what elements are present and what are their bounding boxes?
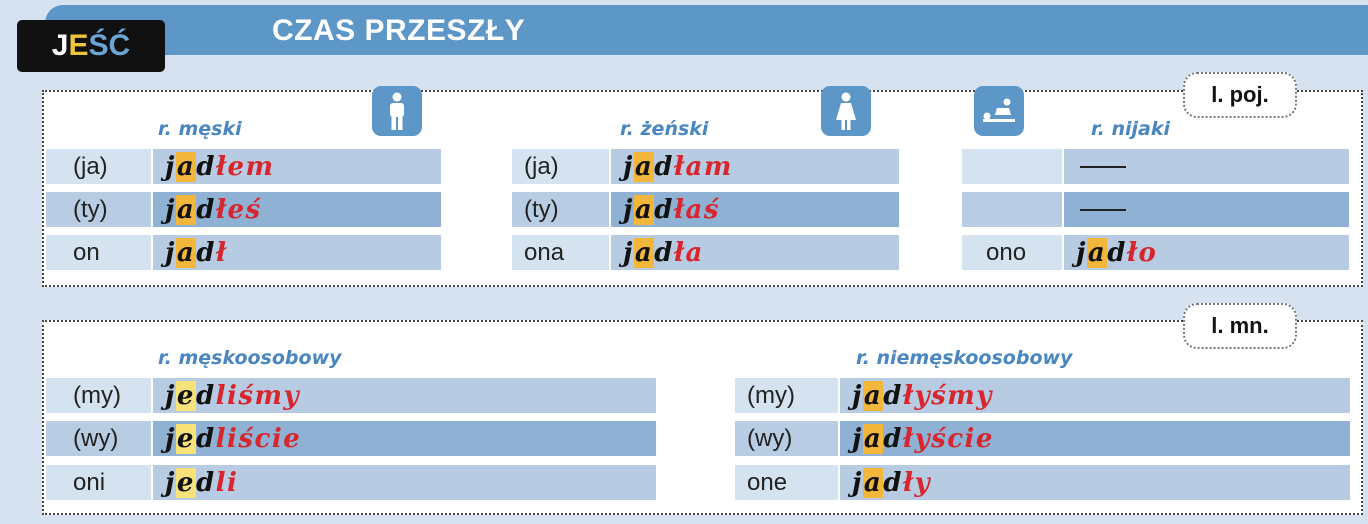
gender-label-nonpersonal: r. niemęskoosobowy [856, 347, 1073, 369]
pronoun-cell: (ty) [512, 192, 609, 227]
baby-pram-icon [974, 86, 1024, 136]
dash-mark [1080, 208, 1126, 211]
pronoun-cell-empty [962, 192, 1062, 227]
pronoun-cell: oni [46, 465, 151, 500]
pronoun-cell: (my) [735, 378, 838, 413]
pronoun-cell-empty [962, 149, 1062, 184]
header-bar [45, 5, 1368, 55]
pronoun-cell: (my) [46, 378, 151, 413]
gender-label-masculine: r. męski [158, 118, 242, 140]
singular-tag: l. poj. [1183, 72, 1297, 118]
pronoun-cell: (ja) [512, 149, 609, 184]
pronoun-cell: on [46, 235, 151, 270]
section-title: CZAS PRZESZŁY [272, 14, 526, 47]
dash-mark [1080, 165, 1126, 168]
pronoun-cell: (ty) [46, 192, 151, 227]
verb-letter: Ć [108, 29, 131, 62]
verb-form-cell-empty [1064, 149, 1349, 184]
pronoun-cell: ono [962, 235, 1062, 270]
pronoun-cell: ona [512, 235, 609, 270]
gender-label-feminine: r. żeński [620, 118, 709, 140]
plural-tag: l. mn. [1183, 303, 1297, 349]
verb-letter: E [68, 29, 89, 62]
pronoun-cell: (wy) [46, 421, 151, 456]
pronoun-cell: (ja) [46, 149, 151, 184]
pronoun-cell: (wy) [735, 421, 838, 456]
gender-label-neuter: r. nijaki [1091, 118, 1171, 140]
man-icon [372, 86, 422, 136]
gender-label-personal: r. męskoosobowy [158, 347, 342, 369]
verb-form-cell-empty [1064, 192, 1349, 227]
pronoun-cell: one [735, 465, 838, 500]
verb-letter: J [51, 29, 69, 62]
woman-icon [821, 86, 871, 136]
verb-letter: Ś [88, 29, 109, 62]
